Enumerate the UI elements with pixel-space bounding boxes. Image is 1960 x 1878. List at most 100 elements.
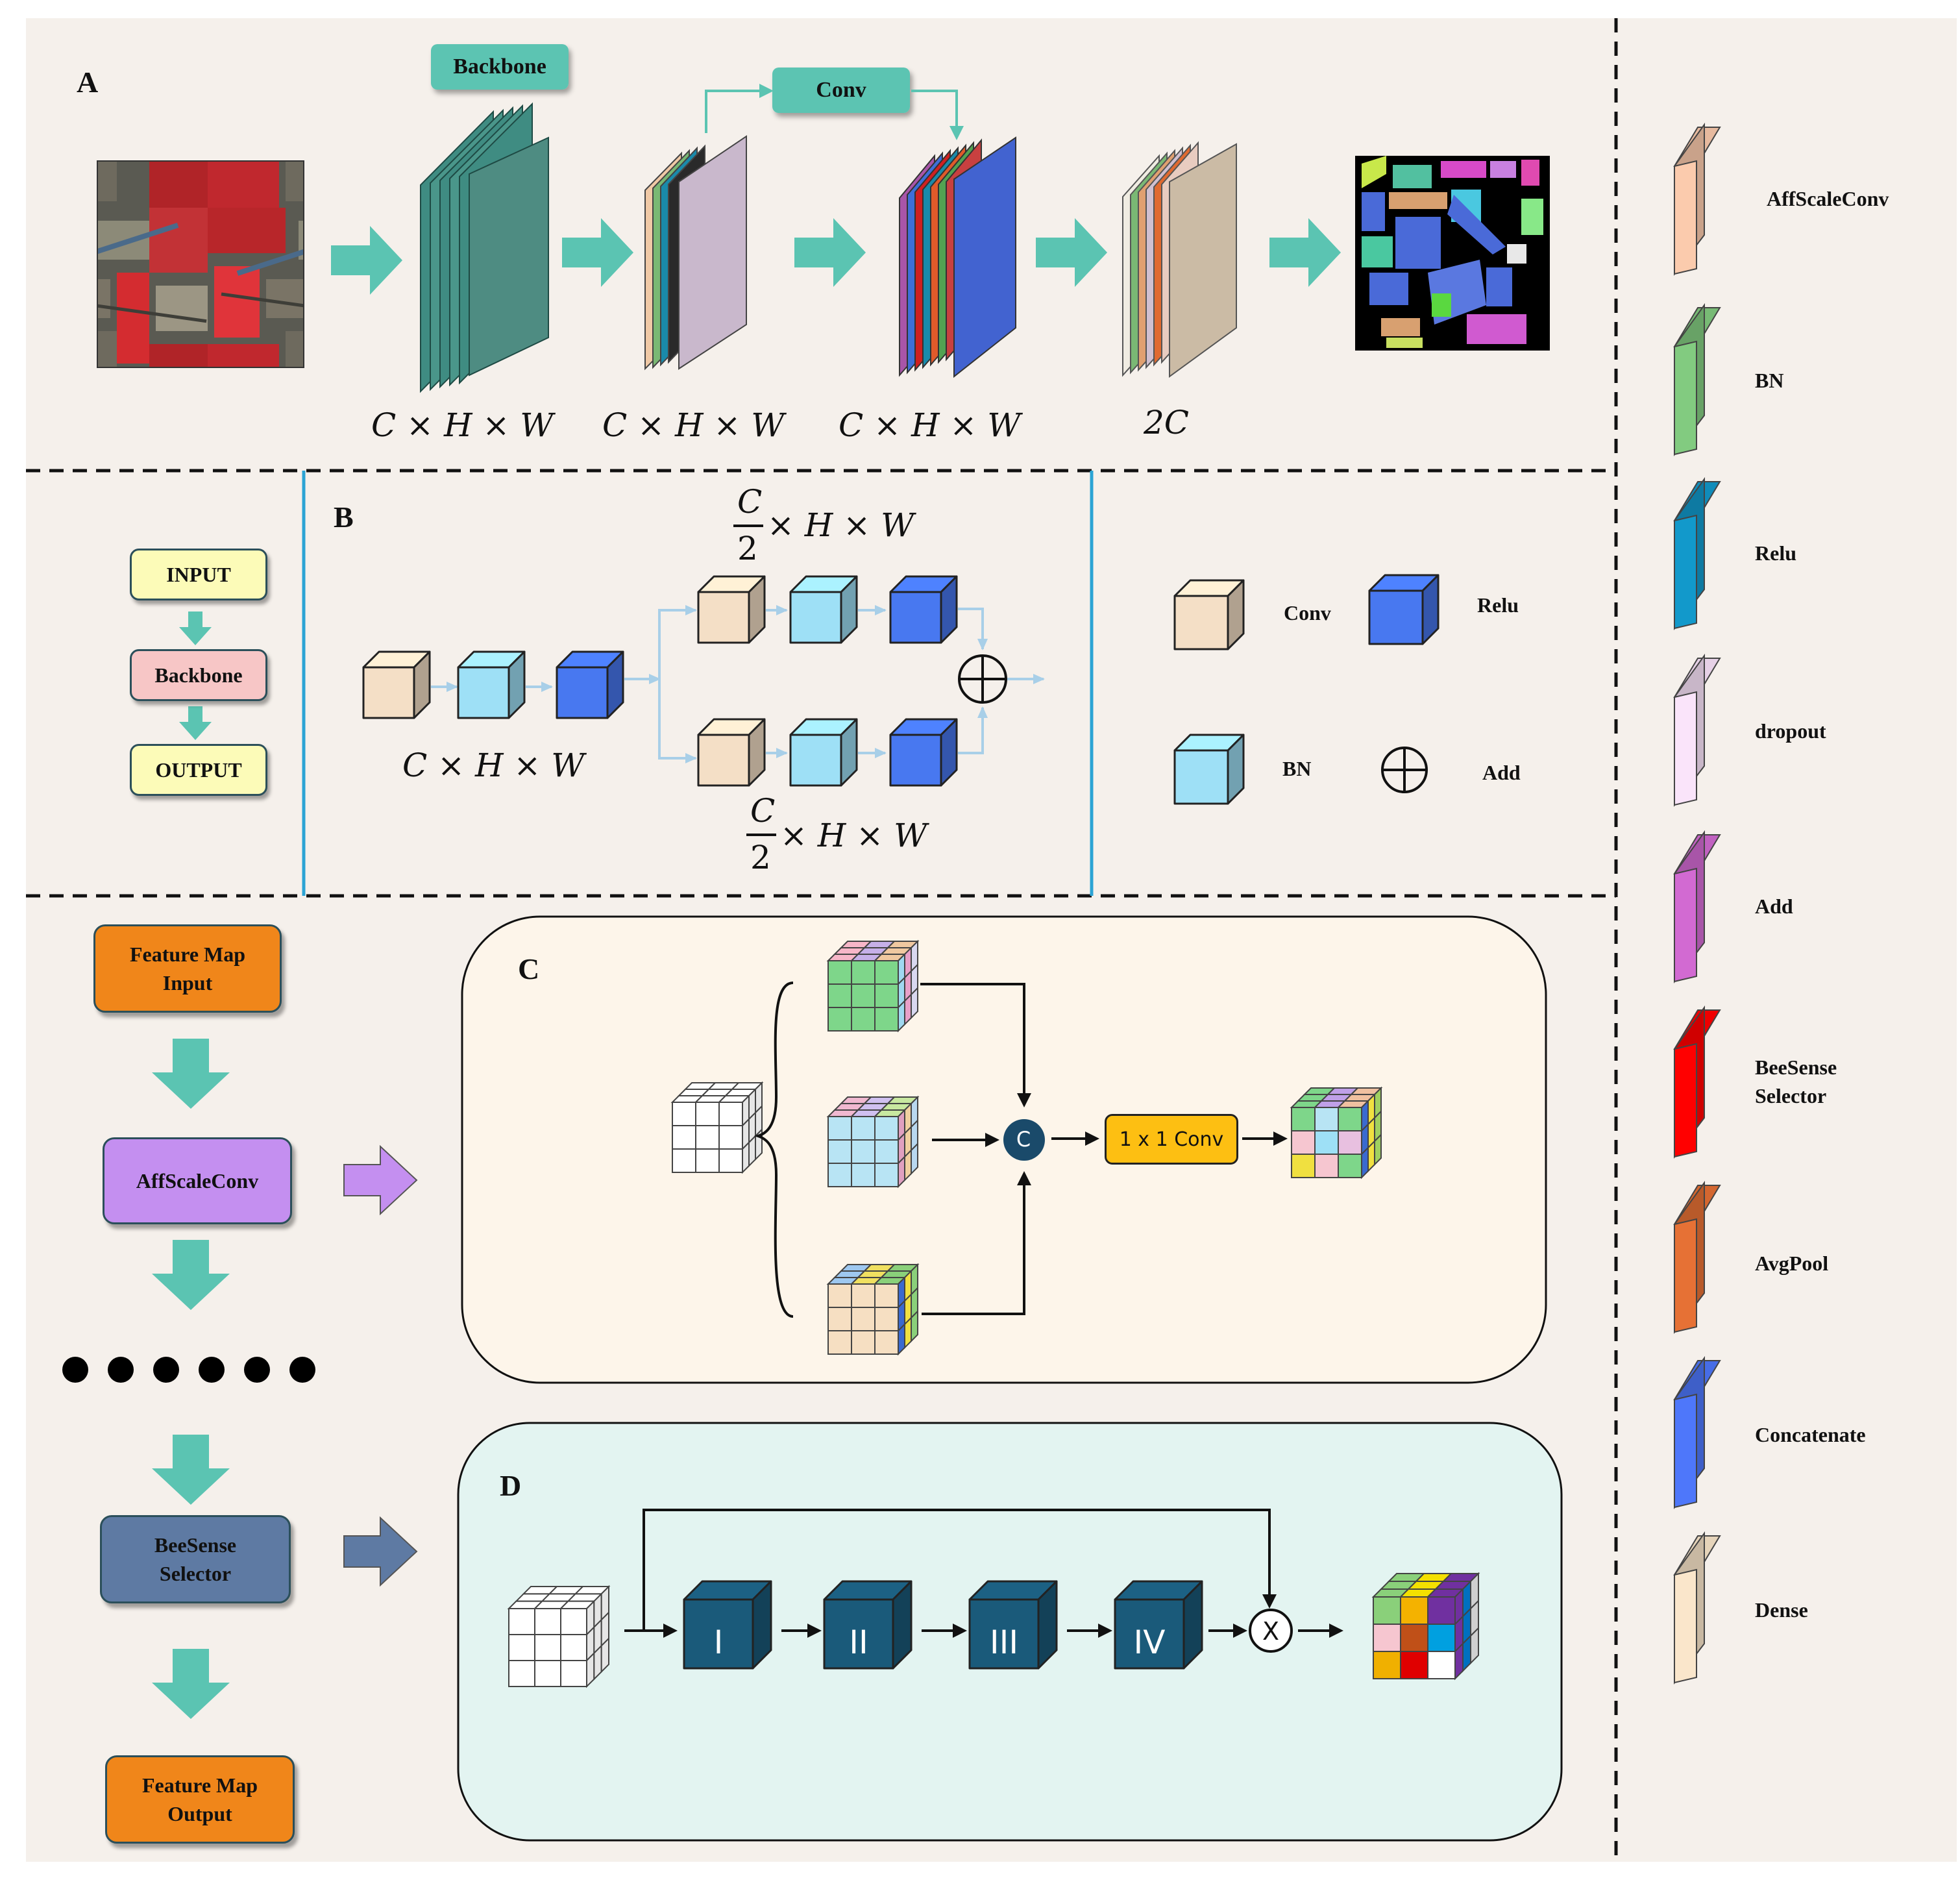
b-legend-add-symbol [1381, 747, 1428, 793]
b-conv-cube-top [697, 575, 766, 644]
arrow-lf2 [152, 1240, 230, 1310]
d-input-cube [507, 1585, 611, 1688]
d-stage-label-1: I [714, 1624, 724, 1661]
b-add-symbol [958, 654, 1007, 704]
skip-to-conv [705, 84, 774, 133]
panel-c-letter: C [518, 952, 540, 985]
d-output-cube [1371, 1572, 1480, 1681]
panel-a [97, 44, 1550, 393]
arrow-to-panel-c [343, 1144, 418, 1216]
ellipsis-dots [62, 1357, 315, 1383]
b-legend-conv-cube [1173, 579, 1245, 650]
c-concat-circle [1003, 1119, 1045, 1161]
feature-stack-2 [644, 135, 747, 371]
dim-b-top-denominator: 2 [737, 530, 758, 567]
b-relu-cube-bottom [889, 718, 958, 787]
b-legend-conv-label: Conv [1284, 601, 1331, 624]
dim-a4: 2C [1144, 404, 1190, 441]
panel-b [179, 612, 212, 740]
b-bn-cube-1 [457, 650, 526, 719]
c-input-cube [670, 1081, 764, 1174]
b-legend-relu-cube [1368, 574, 1439, 645]
arrow-backbone-output [179, 706, 212, 740]
d-multiply-symbol: X [1262, 1617, 1279, 1646]
b-relu-cube-top [889, 575, 958, 644]
feature-stack-3 [899, 136, 1016, 378]
legend-label-8: Dense [1755, 1598, 1808, 1622]
b-legend-bn-label: BN [1282, 757, 1312, 780]
legend-slab-6 [1673, 1180, 1721, 1334]
panel-b-block [362, 574, 1439, 805]
arrow-input-backbone [179, 612, 212, 645]
dim-b-bottom-fraction-bar [746, 834, 776, 836]
arrow-a3 [794, 218, 866, 287]
arrow-to-panel-d [343, 1516, 418, 1587]
legend-slab-7 [1673, 1355, 1721, 1509]
legend-slab-2 [1673, 476, 1721, 630]
dim-b-left: C × H × W [402, 747, 585, 784]
legend-slab-3 [1673, 653, 1721, 807]
b-legend-relu-label: Relu [1477, 593, 1519, 617]
dim-a2: C × H × W [602, 406, 785, 444]
arrow-a1 [331, 226, 402, 295]
legend-slab-5 [1673, 1005, 1721, 1159]
legend-label-7: Concatenate [1755, 1423, 1866, 1446]
c-branch-cube-3 [826, 1263, 920, 1356]
panel-c-frame [461, 915, 1547, 1384]
skip-from-conv [911, 90, 964, 140]
dim-b-bottom-numerator: C [750, 792, 776, 830]
dim-b-bottom-denominator: 2 [750, 839, 771, 876]
c-output-cube [1290, 1086, 1383, 1180]
arrow-lf1 [152, 1039, 230, 1109]
legend-slab-1 [1673, 303, 1721, 456]
flow-output-box: OUTPUT [130, 744, 267, 796]
d-skip-arrow [643, 1509, 1277, 1631]
arrow-a2 [562, 218, 633, 287]
feature-stack-4 [1122, 141, 1237, 378]
concat-symbol: C [1016, 1127, 1031, 1152]
d-stage-cube-4 [1114, 1580, 1203, 1670]
b-bn-cube-top [789, 575, 858, 644]
b-arrow-to-add-top [958, 608, 988, 650]
dim-b-top-rest: × H × W [767, 506, 914, 544]
b-arrow-to-add-bottom [958, 706, 988, 754]
dim-b-top-numerator: C [737, 483, 763, 521]
dim-b-bottom-rest: × H × W [780, 817, 927, 854]
arrow-lf4 [152, 1649, 230, 1719]
d-stage-cube-3 [968, 1580, 1058, 1670]
panel-c-content [670, 939, 1383, 1356]
legend-label-0: AffScaleConv [1767, 187, 1889, 210]
b-bn-cube-bottom [789, 718, 858, 787]
arrow-a5 [1269, 218, 1341, 287]
left-flow-arrows [152, 1039, 230, 1719]
d-stage-label-2: II [849, 1624, 868, 1661]
arrow-lf3 [152, 1435, 230, 1505]
b-legend-bn-cube [1173, 734, 1245, 805]
arrow-a4 [1036, 218, 1107, 287]
backbone-label: Backbone [453, 55, 546, 79]
panel-d-letter: D [500, 1469, 522, 1502]
panel-b-flow-arrows [179, 612, 212, 740]
c-branch-cube-2 [826, 1095, 920, 1189]
input-hsi-image [97, 160, 304, 368]
d-stage-cube-2 [823, 1580, 913, 1670]
d-stage-label-3: III [990, 1624, 1018, 1661]
c-branch-cube-1 [826, 939, 920, 1033]
panel-a-letter: A [77, 66, 99, 99]
d-multiply-circle [1249, 1609, 1293, 1653]
feature-map-output-box: Feature Map Output [105, 1755, 295, 1844]
legend-slab-8 [1673, 1531, 1721, 1685]
panel-b-letter: B [334, 500, 354, 534]
c-arrow-top [920, 983, 1031, 1107]
legend-label-1: BN [1755, 369, 1784, 392]
backbone-label-box [431, 44, 569, 90]
legend-label-6: AvgPool [1755, 1252, 1829, 1275]
panel-a-arrows [331, 218, 1341, 295]
legend-label-3: dropout [1755, 719, 1826, 743]
b-relu-cube-1 [556, 650, 624, 719]
legend-slab-4 [1673, 830, 1721, 983]
feature-map-input-box: Feature Map Input [93, 924, 282, 1013]
b-conv-cube-bottom [697, 718, 766, 787]
